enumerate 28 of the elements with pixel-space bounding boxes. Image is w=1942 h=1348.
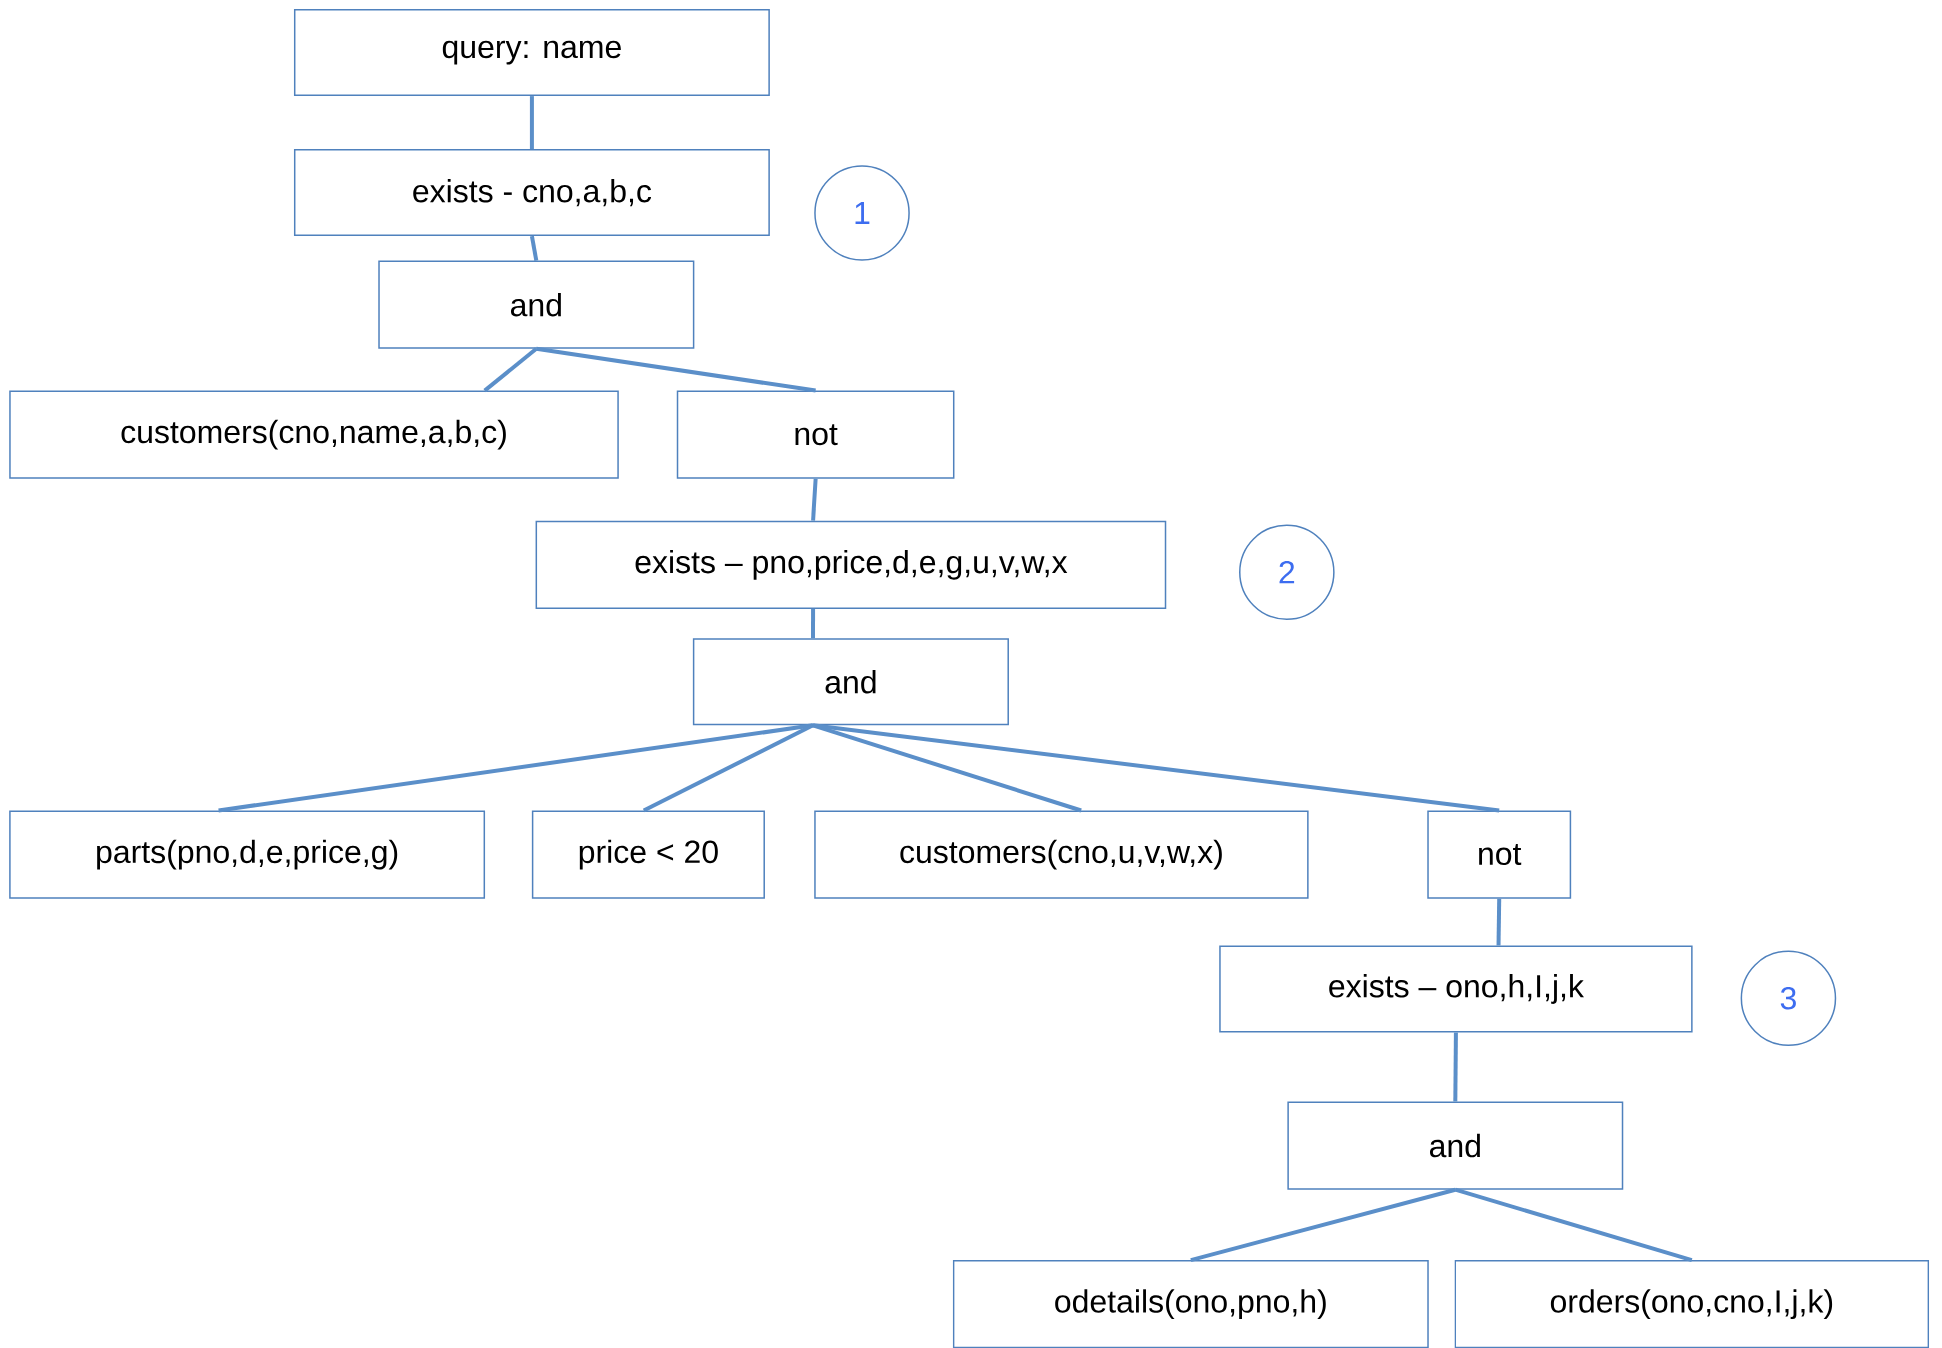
logic-box: query: name [293,9,770,97]
logic-box: price < 20 [531,810,765,899]
tree-line [1190,1187,1456,1263]
tree-line [1496,898,1502,946]
tree-line [529,235,539,261]
logic-box: and [378,260,695,349]
logic-box: not [676,390,955,479]
logic-box: and [1287,1101,1624,1190]
tree-line [218,723,814,813]
tree-line [529,96,534,150]
logic-box: not [1427,810,1572,899]
logic-box: exists – pno,price,d,e,g,u,v,w,x [535,520,1167,609]
tree-line [1453,1032,1458,1102]
tree-line [811,608,816,639]
tree-line [1454,1187,1693,1262]
tree-line [536,346,816,393]
tree-line [483,347,538,393]
logic-box: parts(pno,d,e,price,g) [9,810,486,899]
logic-box: and [692,638,1009,726]
tree-line [642,723,814,813]
logic-box: odetails(ono,pno,h) [952,1260,1429,1348]
tree-line [811,478,818,521]
logic-box: exists - cno,a,b,c [293,149,770,237]
logic-box: exists – ono,h,I,j,k [1219,945,1693,1033]
logic-box: customers(cno,u,v,w,x) [814,810,1309,899]
logic-box: customers(cno,name,a,b,c) [9,390,619,479]
logic-box: orders(ono,cno,I,j,k) [1454,1260,1930,1348]
tree-line [812,723,1500,813]
